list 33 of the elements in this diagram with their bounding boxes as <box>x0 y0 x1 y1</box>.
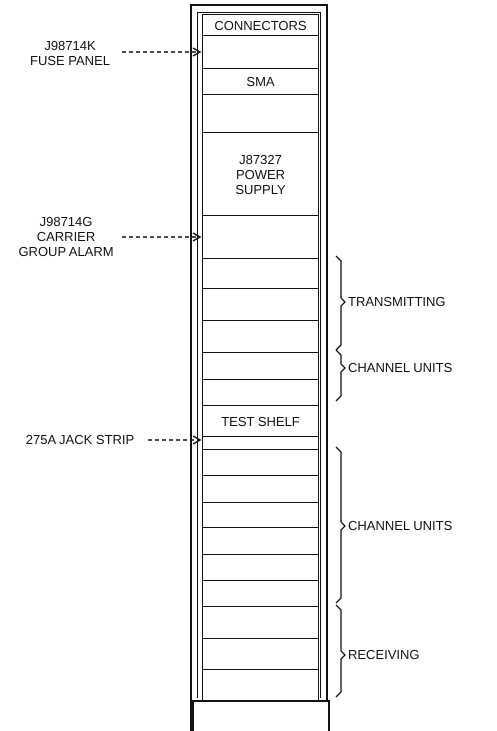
shelf-label: SMA <box>202 68 319 96</box>
rack-shelf <box>202 320 319 354</box>
rack-shelf <box>202 449 319 476</box>
callout-text: 275A JACK STRIP <box>14 432 146 448</box>
rack-shelf <box>202 638 319 670</box>
group-label: TRANSMITTING <box>348 294 446 309</box>
rack-shelf <box>202 580 319 608</box>
rack-shelf <box>202 215 319 260</box>
leader-arrow <box>122 47 201 57</box>
rack-shelf <box>202 288 319 322</box>
rack-base <box>192 700 330 731</box>
rack-shelf <box>202 35 319 70</box>
shelf-label: J87327 POWER SUPPLY <box>202 132 319 216</box>
rack-shelf <box>202 94 319 134</box>
equipment-rack <box>190 4 328 731</box>
group-label: CHANNEL UNITS <box>348 518 452 533</box>
callout-text: J98714G CARRIER GROUP ALARM <box>12 214 120 262</box>
rack-shelf <box>202 527 319 556</box>
group-label: RECEIVING <box>348 647 420 662</box>
rack-shelf <box>202 554 319 582</box>
callout-text: J98714K FUSE PANEL <box>28 38 112 70</box>
shelf-label: CONNECTORS <box>202 14 319 36</box>
rack-shelf <box>202 502 319 528</box>
rack-shelf <box>202 379 319 406</box>
rack-shelf <box>202 606 319 640</box>
rack-shelf <box>202 352 319 380</box>
rack-shelf <box>202 475 319 504</box>
rack-shelf <box>202 258 319 290</box>
shelf-label: TEST SHELF <box>202 405 319 438</box>
group-label: CHANNEL UNITS <box>348 360 452 375</box>
leader-arrow <box>148 435 201 445</box>
leader-arrow <box>122 232 201 242</box>
rack-shelf <box>202 669 319 702</box>
